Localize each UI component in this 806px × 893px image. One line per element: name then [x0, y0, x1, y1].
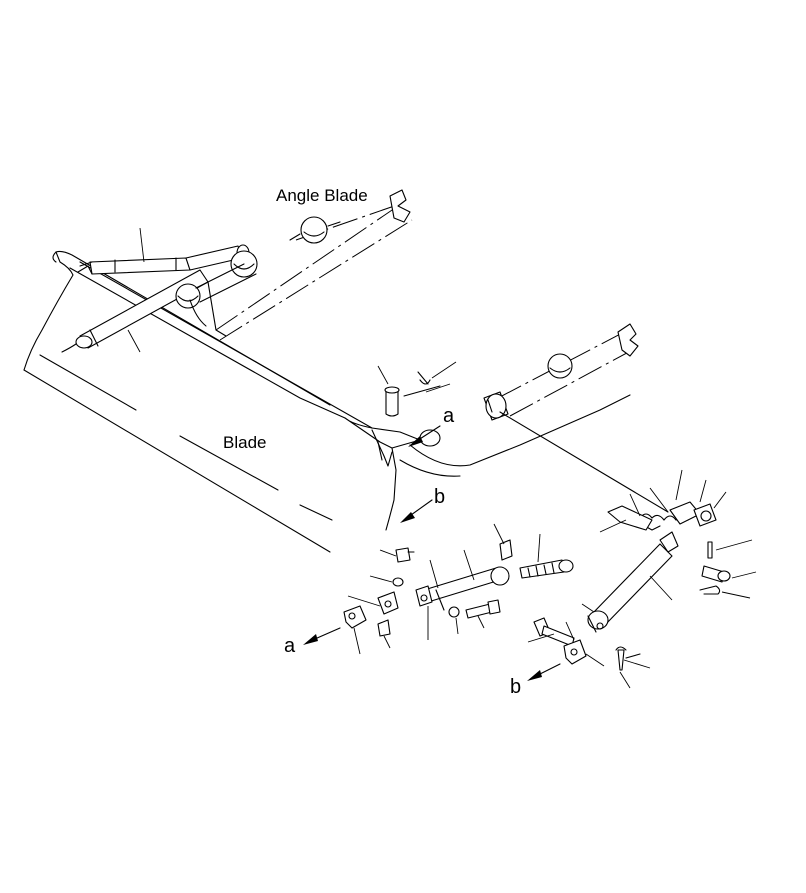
- callout-b-bottom: b: [510, 676, 522, 698]
- tilt-cylinder: [581, 469, 757, 633]
- angle-cylinder-left: [77, 244, 250, 275]
- blade-assembly: [23, 250, 631, 553]
- right-frame: [483, 323, 669, 513]
- lower-angle-arm: [61, 250, 258, 353]
- blade-label: Blade: [223, 433, 267, 452]
- angle-blade-frame: [215, 189, 413, 341]
- callout-b-top: b: [434, 486, 446, 508]
- lower-parts-right: [527, 617, 651, 689]
- callout-a-bottom: a: [284, 635, 296, 657]
- leader-lines: [127, 227, 145, 353]
- pin-set-top: [377, 361, 457, 417]
- angle-blade-label: Angle Blade: [276, 186, 368, 205]
- arrow-b-top: [400, 499, 433, 523]
- callout-a-top: a: [443, 405, 455, 427]
- lower-rod: [415, 523, 574, 640]
- arrow-a-top: [408, 425, 441, 447]
- lower-parts-left: [303, 547, 415, 655]
